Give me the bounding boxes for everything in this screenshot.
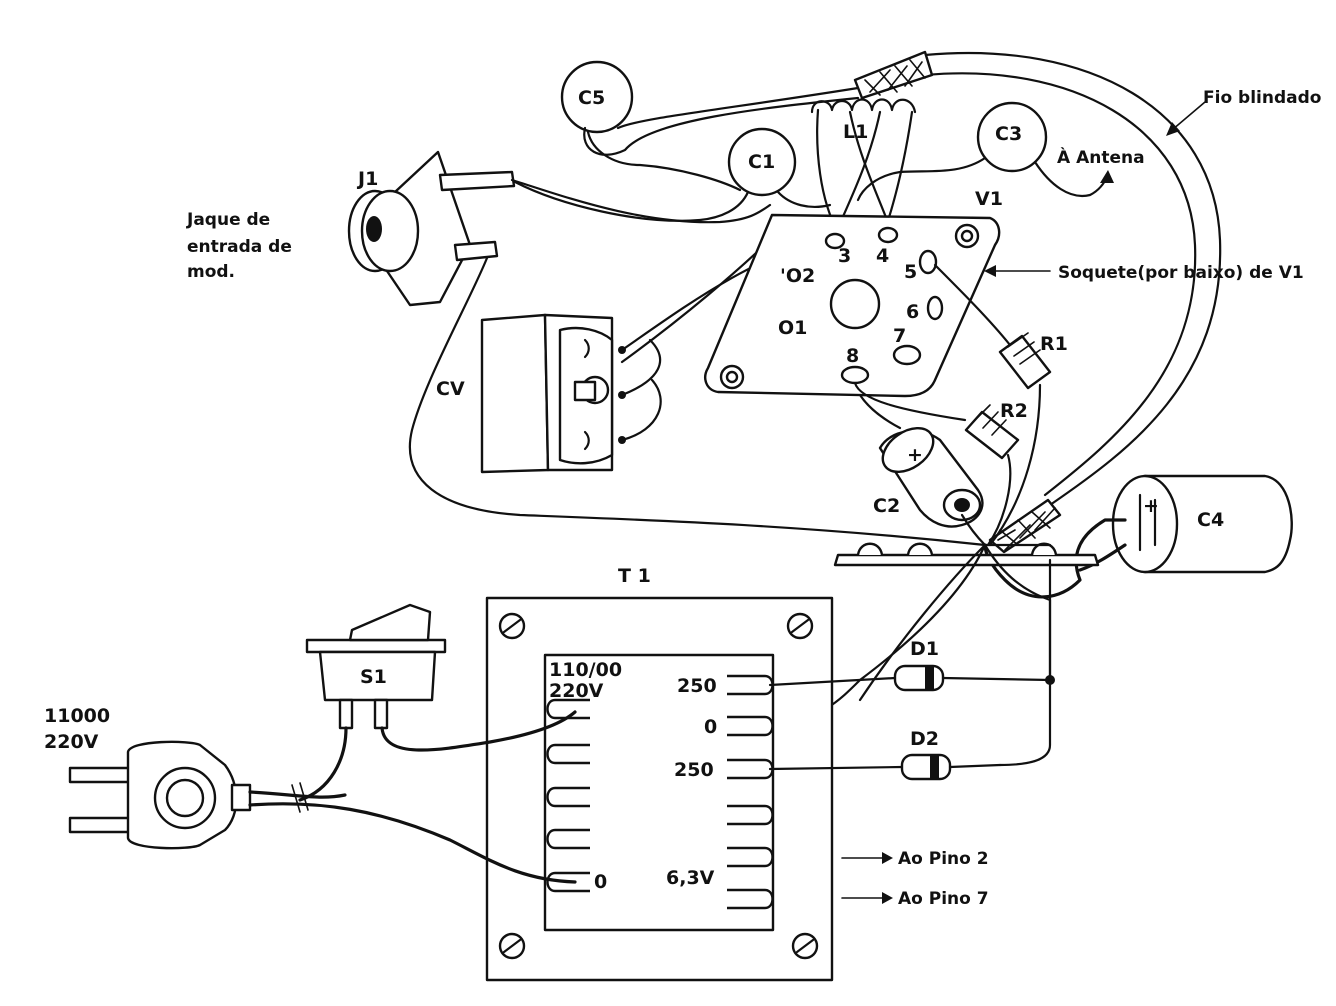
c4-label: C4 bbox=[1197, 509, 1224, 531]
r2-label: R2 bbox=[1000, 400, 1028, 422]
socket-pin-4-label: 4 bbox=[876, 245, 889, 267]
c5-label: C5 bbox=[578, 87, 605, 109]
r1-label: R1 bbox=[1040, 333, 1068, 355]
s1-label: S1 bbox=[360, 666, 387, 688]
cv-label: CV bbox=[436, 378, 465, 400]
jaque-label-line3: mod. bbox=[187, 262, 235, 282]
mains-plug bbox=[68, 740, 577, 884]
variable-capacitor-cv bbox=[480, 228, 834, 474]
d2-label: D2 bbox=[910, 728, 939, 750]
pino2-arrowhead bbox=[882, 852, 893, 864]
coil-l1 bbox=[810, 98, 917, 234]
j1-label: J1 bbox=[356, 168, 378, 190]
antenna-arrowhead bbox=[1100, 170, 1114, 183]
c4-plus-label: + bbox=[1143, 495, 1159, 517]
sec-250-top-label: 250 bbox=[677, 675, 717, 697]
socket-pin-7-label: 7 bbox=[893, 325, 906, 347]
jack-j1 bbox=[347, 150, 772, 307]
sec-250-bottom-label: 250 bbox=[674, 759, 714, 781]
switch-to-plug-wire bbox=[298, 726, 348, 802]
soquete-label: Soquete(por baixo) de V1 bbox=[1058, 263, 1304, 283]
capacitor-c3 bbox=[856, 101, 1110, 202]
diode-d2 bbox=[768, 753, 1002, 781]
a-antena-label: À Antena bbox=[1057, 146, 1145, 168]
socket-pin-2-label: 'O2 bbox=[780, 265, 815, 287]
mains-label-line1: 11000 bbox=[44, 705, 110, 727]
c1-label: C1 bbox=[748, 151, 775, 173]
primary-zero-label: 0 bbox=[594, 871, 607, 893]
d1-label: D1 bbox=[910, 638, 939, 660]
jaque-label-line1: Jaque de bbox=[186, 210, 270, 230]
tube-socket-v1 bbox=[704, 213, 1001, 398]
c2-plus-label: + bbox=[907, 444, 923, 466]
v1-label: V1 bbox=[975, 188, 1003, 210]
ao-pino2-label: Ao Pino 2 bbox=[898, 849, 989, 869]
socket-pin-1-label: O1 bbox=[778, 317, 807, 339]
mains-label-line2: 220V bbox=[44, 731, 99, 753]
diode-d1 bbox=[768, 664, 1052, 692]
c3-label: C3 bbox=[995, 123, 1022, 145]
jaque-label-line2: entrada de bbox=[187, 237, 292, 257]
b-plus-wire bbox=[983, 543, 1052, 767]
shielded-cable bbox=[853, 50, 1222, 554]
c2-label: C2 bbox=[873, 495, 900, 517]
t1-primary-lugs bbox=[546, 698, 590, 893]
fio-arrow-line bbox=[1171, 101, 1206, 131]
fio-arrowhead bbox=[1166, 122, 1180, 136]
primary-label-line2: 220V bbox=[549, 680, 604, 702]
fio-blindado-label: Fio blindado bbox=[1203, 88, 1321, 108]
terminal-strip bbox=[833, 542, 1100, 567]
switch-s1 bbox=[305, 603, 447, 730]
capacitor-c1 bbox=[513, 127, 832, 222]
resistor-r2 bbox=[853, 381, 1020, 547]
socket-pin-5-label: 5 bbox=[904, 261, 917, 283]
ao-pino7-label: Ao Pino 7 bbox=[898, 889, 989, 909]
t1-mount-screws bbox=[498, 612, 819, 960]
switch-to-primary-wire bbox=[380, 710, 577, 752]
ground-wire bbox=[408, 256, 987, 547]
socket-pin-8-label: 8 bbox=[846, 345, 859, 367]
t1-label: T 1 bbox=[618, 565, 651, 587]
capacitor-c4 bbox=[983, 474, 1293, 599]
socket-pin-3-label: 3 bbox=[838, 245, 851, 267]
capacitor-c2 bbox=[858, 393, 987, 547]
transformer-t1 bbox=[485, 596, 834, 982]
socket-pin-6-label: 6 bbox=[906, 301, 919, 323]
l1-label: L1 bbox=[843, 121, 868, 143]
primary-label-line1: 110/00 bbox=[549, 659, 622, 681]
sec-63v-label: 6,3V bbox=[666, 867, 715, 889]
soquete-arrowhead bbox=[984, 265, 996, 277]
resistor-r1 bbox=[933, 263, 1052, 547]
pino7-arrowhead bbox=[882, 892, 893, 904]
t1-secondary-lugs bbox=[727, 674, 774, 910]
capacitor-c5 bbox=[560, 60, 860, 192]
sec-zero-label: 0 bbox=[704, 716, 717, 738]
